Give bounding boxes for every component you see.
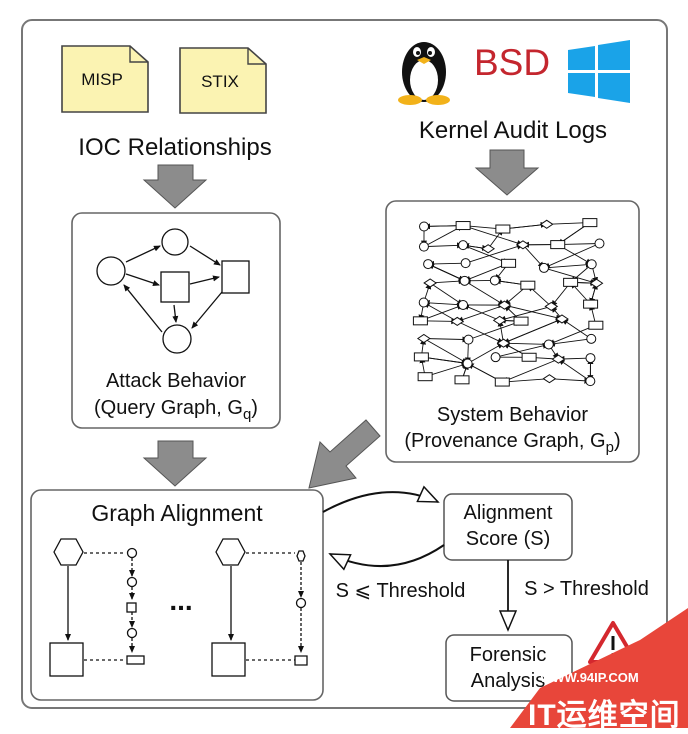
provenance-node bbox=[461, 259, 470, 268]
provenance-node bbox=[490, 276, 499, 285]
provenance-graph-label: (Provenance Graph, Gp) bbox=[386, 430, 639, 456]
provenance-node bbox=[419, 298, 428, 307]
graph-alignment-title: Graph Alignment bbox=[62, 500, 292, 527]
provenance-node bbox=[459, 241, 468, 250]
provenance-node bbox=[460, 276, 469, 285]
provenance-node bbox=[522, 353, 536, 361]
provenance-node bbox=[595, 239, 604, 248]
provenance-node bbox=[586, 377, 595, 386]
provenance-node bbox=[419, 242, 428, 251]
provenance-node bbox=[514, 317, 528, 325]
provenance-node bbox=[551, 241, 565, 249]
provenance-node bbox=[583, 219, 597, 227]
attack-behavior-label: Attack Behavior bbox=[72, 370, 280, 393]
provenance-node bbox=[463, 359, 472, 368]
provenance-node bbox=[424, 260, 433, 269]
provenance-node bbox=[539, 263, 548, 272]
provenance-node bbox=[587, 260, 596, 269]
provenance-node bbox=[586, 354, 595, 363]
kernel-audit-logs-label: Kernel Audit Logs bbox=[398, 117, 628, 145]
bsd-logo-icon: BSD bbox=[474, 42, 550, 84]
provenance-node bbox=[495, 378, 509, 386]
provenance-node bbox=[502, 259, 516, 267]
query-graph-label: (Query Graph, Gq) bbox=[72, 397, 280, 423]
provenance-node bbox=[584, 300, 598, 308]
provenance-node bbox=[491, 353, 500, 362]
forensic-line1: Forensic bbox=[446, 644, 570, 667]
watermark-url: WWW.94IP.COM bbox=[540, 670, 639, 685]
provenance-node bbox=[455, 376, 469, 384]
provenance-node bbox=[420, 222, 429, 231]
provenance-node bbox=[496, 225, 510, 233]
alignment-score-line2: Score (S) bbox=[444, 528, 572, 551]
misp-label: MISP bbox=[62, 70, 142, 90]
stix-label: STIX bbox=[180, 72, 260, 92]
provenance-node bbox=[456, 222, 470, 230]
provenance-node bbox=[587, 334, 596, 343]
provenance-node bbox=[413, 317, 427, 325]
provenance-node bbox=[589, 321, 603, 329]
alignment-score-line1: Alignment bbox=[444, 502, 572, 525]
watermark-text: IT运维空间 bbox=[528, 690, 681, 734]
provenance-node bbox=[544, 340, 553, 349]
below-threshold-label: S ⩽ Threshold bbox=[328, 578, 473, 603]
system-behavior-label: System Behavior bbox=[386, 404, 639, 427]
provenance-node bbox=[418, 373, 432, 381]
ellipsis-label: ... bbox=[156, 585, 206, 617]
above-threshold-label: S > Threshold bbox=[514, 578, 659, 601]
provenance-node bbox=[459, 300, 468, 309]
provenance-node bbox=[464, 335, 473, 344]
ioc-relationships-label: IOC Relationships bbox=[60, 134, 290, 162]
provenance-node bbox=[521, 281, 535, 289]
provenance-node bbox=[414, 353, 428, 361]
provenance-node bbox=[564, 278, 578, 286]
